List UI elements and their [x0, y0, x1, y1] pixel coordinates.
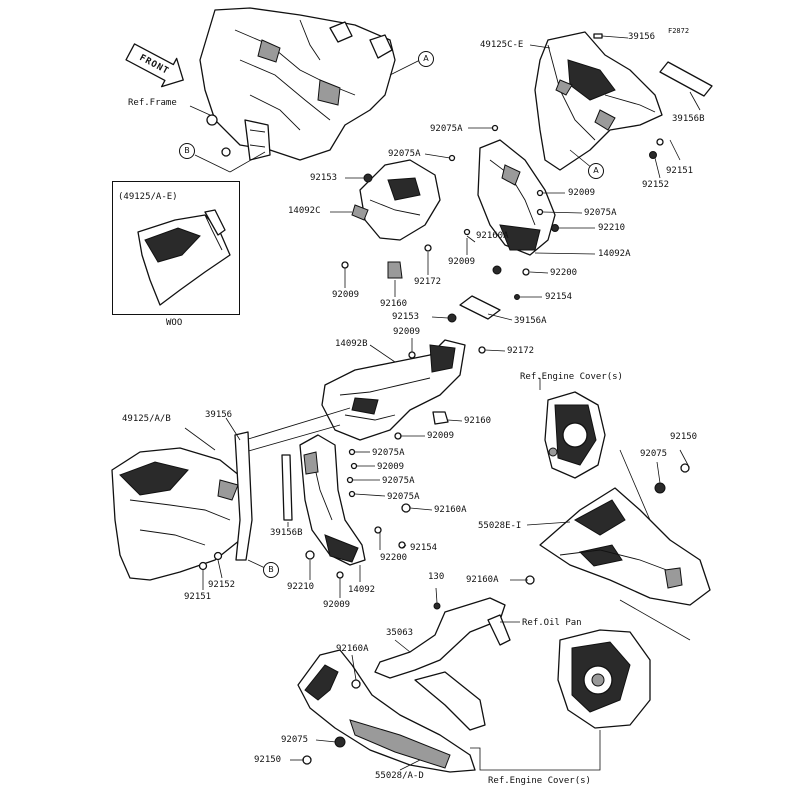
- part-label-92172-1: 92172: [414, 277, 442, 287]
- part-label-92154-mid: 92154: [410, 543, 438, 553]
- strip-39156b-top: [659, 61, 713, 97]
- part-label-92075a-3: 92075A: [584, 208, 617, 218]
- bracket-35063: [374, 597, 511, 679]
- part-label-92075a-2: 92075A: [388, 149, 421, 159]
- inner-panel-14092b: [321, 339, 466, 441]
- inset-cowl: [137, 209, 231, 306]
- strip-39156a: [459, 295, 501, 320]
- part-label-92153-2: 92153: [392, 312, 420, 322]
- part-label-39156b-top: 39156B: [672, 114, 705, 124]
- ref-oil-pan-label: Ref.Oil Pan: [522, 618, 582, 628]
- part-label-92200-mid: 92200: [380, 553, 408, 563]
- inset-title: (49125/A-E): [118, 192, 178, 202]
- inset-caption: WOO: [166, 318, 183, 328]
- part-label-39156-top: 39156: [628, 32, 656, 42]
- part-label-92009-4: 92009: [393, 327, 421, 337]
- part-label-92160a-3: 92160A: [466, 575, 499, 585]
- fasteners-upper: [341, 124, 664, 300]
- part-label-92150-right: 92150: [670, 432, 698, 442]
- upper-cowl-c-e: [534, 31, 663, 171]
- part-label-92210-mid: 92210: [287, 582, 315, 592]
- part-label-92009-5: 92009: [427, 431, 455, 441]
- part-label-14092b: 14092B: [335, 339, 368, 349]
- side-cowl-a-b: [111, 447, 251, 581]
- bracket-39156-left: [234, 431, 253, 561]
- frame-outline: [199, 7, 396, 161]
- ref-engine-cover-bottom-label: Ref.Engine Cover(s): [488, 776, 591, 786]
- part-label-92200-top: 92200: [550, 268, 578, 278]
- part-label-35063: 35063: [386, 628, 414, 638]
- part-label-92009-1: 92009: [568, 188, 596, 198]
- part-label-92075a-6: 92075A: [387, 492, 420, 502]
- part-label-92075a-4: 92075A: [372, 448, 405, 458]
- part-label-55028ad: 55028/A-D: [375, 771, 424, 781]
- rail-line: [244, 407, 351, 453]
- callout-a-top: A: [418, 51, 434, 67]
- part-label-92172-2: 92172: [507, 346, 535, 356]
- part-label-92009-7: 92009: [323, 600, 351, 610]
- inner-panel-14092a: [477, 139, 556, 256]
- part-label-39156b-mid: 39156B: [270, 528, 303, 538]
- part-label-130: 130: [428, 572, 445, 582]
- ref-engine-cover-top-label: Ref.Engine Cover(s): [520, 372, 623, 382]
- part-label-14092: 14092: [348, 585, 376, 595]
- strip-39156b-mid: [281, 454, 293, 521]
- part-label-92009-3: 92009: [332, 290, 360, 300]
- part-label-f2872: F2872: [668, 27, 690, 35]
- part-label-92160a-1: 92160A: [476, 231, 509, 241]
- part-label-92150-bottom: 92150: [254, 755, 282, 765]
- part-label-92075-bottom: 92075: [281, 735, 309, 745]
- part-label-49125ab: 49125/A/B: [122, 414, 171, 424]
- part-label-92075a-5: 92075A: [382, 476, 415, 486]
- leader-lines: [184, 35, 701, 771]
- callout-b-top: B: [179, 143, 195, 159]
- part-label-92075-right: 92075: [640, 449, 668, 459]
- part-label-92152-mid: 92152: [208, 580, 236, 590]
- part-label-49125ce: 49125C-E: [480, 40, 524, 50]
- part-label-92151-mid: 92151: [184, 592, 212, 602]
- ref-frame-label: Ref.Frame: [128, 98, 177, 108]
- clip-39156: [593, 33, 603, 39]
- part-label-92152-top: 92152: [642, 180, 670, 190]
- fasteners-middle: [198, 313, 486, 579]
- part-label-92153-1: 92153: [310, 173, 338, 183]
- part-label-92075a-1: 92075A: [430, 124, 463, 134]
- inner-panel-14092c: [351, 159, 441, 279]
- part-label-92160-1: 92160: [380, 299, 408, 309]
- part-label-55028ei: 55028E-I: [478, 521, 522, 531]
- part-label-39156-mid: 39156: [205, 410, 233, 420]
- part-label-92009-6: 92009: [377, 462, 405, 472]
- part-label-92154-top: 92154: [545, 292, 573, 302]
- callout-b-mid: B: [263, 562, 279, 578]
- part-label-92160a-4: 92160A: [336, 644, 369, 654]
- lower-fairing-a-d: [297, 649, 486, 773]
- part-label-14092c: 14092C: [288, 206, 321, 216]
- inner-panel-14092: [299, 434, 366, 566]
- part-label-39156a: 39156A: [514, 316, 547, 326]
- inset-box: [112, 181, 240, 315]
- engine-cover-bottom: [557, 629, 651, 729]
- engine-cover-top: [544, 391, 606, 479]
- callout-a-mid: A: [588, 163, 604, 179]
- part-label-92151-top: 92151: [666, 166, 694, 176]
- part-label-92009-2: 92009: [448, 257, 476, 267]
- part-label-92160-2: 92160: [464, 416, 492, 426]
- part-label-92160a-2: 92160A: [434, 505, 467, 515]
- lower-fairing-e-i: [525, 463, 711, 606]
- part-label-92210-top: 92210: [598, 223, 626, 233]
- front-arrow: [125, 43, 184, 88]
- part-label-14092a: 14092A: [598, 249, 631, 259]
